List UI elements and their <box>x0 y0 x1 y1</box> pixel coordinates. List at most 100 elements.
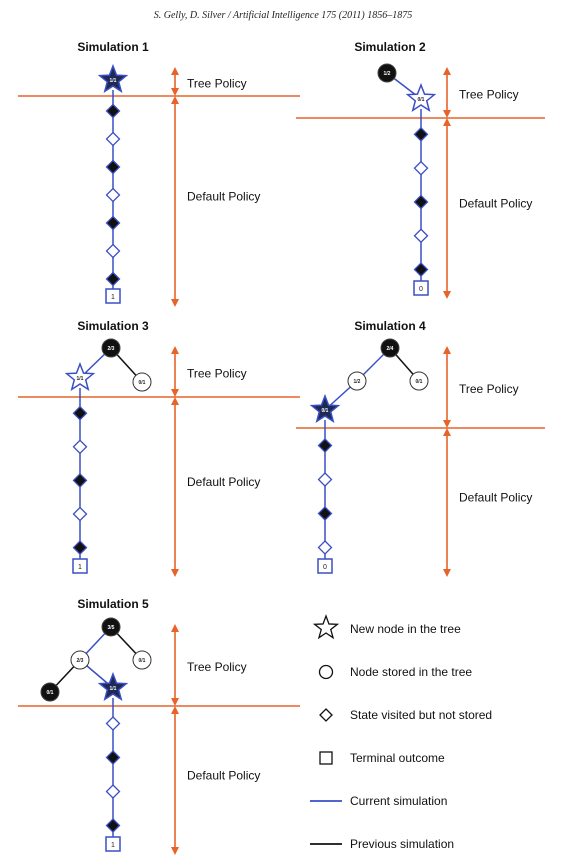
tree-policy-label: Tree Policy <box>187 660 247 674</box>
legend-item-blue-line: Current simulation <box>310 794 447 808</box>
terminal-square <box>317 558 333 574</box>
state-diamond <box>413 194 429 210</box>
default-policy-label: Default Policy <box>187 190 260 204</box>
tree-policy-label: Tree Policy <box>187 77 247 91</box>
state-diamond <box>72 405 88 421</box>
state-diamond <box>317 438 333 453</box>
node-label: 2/3 <box>77 658 84 664</box>
tree-node-circle: 2/3 <box>70 650 90 670</box>
state-diamond <box>413 228 429 244</box>
tree-node-circle: 0/1 <box>40 682 60 702</box>
default-policy-label: Default Policy <box>459 491 532 505</box>
node-label: 2/3 <box>108 346 115 352</box>
tree-node-circle: 2/4 <box>380 338 400 358</box>
terminal-outcome: 1 <box>111 842 115 849</box>
state-diamond <box>105 159 121 175</box>
state-diamond <box>105 243 121 259</box>
simulation-title: Simulation 1 <box>77 40 149 54</box>
star-icon <box>312 614 340 640</box>
legend-label: New node in the tree <box>350 622 461 636</box>
tree-node-star: 0/1 <box>309 393 341 424</box>
state-diamond <box>105 750 121 765</box>
legend-item-star: New node in the tree <box>312 614 461 640</box>
legend-label: Previous simulation <box>350 837 454 851</box>
node-label: 1/1 <box>77 376 84 382</box>
simulation-title: Simulation 5 <box>77 597 149 611</box>
legend-item-square: Terminal outcome <box>319 751 445 765</box>
tree-node-star: 1/1 <box>97 671 129 702</box>
state-diamond <box>105 716 121 731</box>
diamond-icon <box>319 708 333 722</box>
terminal-outcome: 0 <box>419 286 423 293</box>
tree-policy-label: Tree Policy <box>459 88 519 102</box>
terminal-square <box>105 836 121 852</box>
state-diamond <box>413 160 429 176</box>
state-diamond <box>105 131 121 147</box>
state-diamond <box>105 271 121 287</box>
node-label: 0/1 <box>139 380 146 386</box>
state-diamond <box>105 187 121 203</box>
node-label: 0/1 <box>416 379 423 385</box>
node-label: 0/1 <box>139 658 146 664</box>
tree-node-star: 0/1 <box>405 82 437 113</box>
default-policy-label: Default Policy <box>187 475 260 489</box>
circle-icon <box>318 664 334 680</box>
legend-label: State visited but not stored <box>350 708 492 722</box>
tree-node-star: 1/1 <box>64 361 96 392</box>
node-label: 2/4 <box>387 346 394 352</box>
tree-node-circle: 0/1 <box>132 372 152 392</box>
legend-item-diamond: State visited but not stored <box>319 708 492 722</box>
legend-item-circle: Node stored in the tree <box>318 664 472 680</box>
terminal-square <box>105 288 121 304</box>
legend-label: Node stored in the tree <box>350 665 472 679</box>
tree-node-circle: 0/1 <box>132 650 152 670</box>
tree-node-circle: 2/3 <box>101 338 121 358</box>
state-diamond <box>317 506 333 521</box>
state-diamond <box>317 540 333 555</box>
tree-node-star: 1/1 <box>97 63 129 94</box>
node-label: 1/2 <box>354 379 361 385</box>
state-diamond <box>413 262 429 277</box>
state-diamond <box>72 472 88 488</box>
terminal-outcome: 1 <box>111 294 115 301</box>
tree-policy-label: Tree Policy <box>459 382 519 396</box>
default-policy-label: Default Policy <box>459 197 532 211</box>
node-label: 0/1 <box>418 97 425 103</box>
simulation-title: Simulation 3 <box>77 319 149 333</box>
simulation-title: Simulation 2 <box>354 40 426 54</box>
state-diamond <box>72 506 88 522</box>
state-diamond <box>105 784 121 799</box>
terminal-outcome: 0 <box>323 564 327 571</box>
terminal-outcome: 1 <box>78 564 82 571</box>
terminal-square <box>413 280 429 296</box>
page-header: S. Gelly, D. Silver / Artificial Intelli… <box>154 10 412 21</box>
legend-label: Terminal outcome <box>350 751 445 765</box>
legend-label: Current simulation <box>350 794 447 808</box>
tree-node-circle: 3/5 <box>101 617 121 637</box>
square-icon <box>319 751 333 765</box>
state-diamond <box>72 540 88 556</box>
terminal-square <box>72 558 88 574</box>
tree-policy-label: Tree Policy <box>187 367 247 381</box>
legend-item-black-line: Previous simulation <box>310 837 454 851</box>
node-label: 3/5 <box>108 625 115 631</box>
state-diamond <box>413 126 429 142</box>
node-label: 0/1 <box>322 408 329 414</box>
node-label: 0/1 <box>47 690 54 696</box>
state-diamond <box>105 215 121 231</box>
state-diamond <box>317 472 333 487</box>
state-diamond <box>105 818 121 833</box>
tree-node-circle: 1/2 <box>377 63 397 83</box>
default-policy-label: Default Policy <box>187 769 260 783</box>
tree-node-circle: 0/1 <box>409 371 429 391</box>
state-diamond <box>72 439 88 455</box>
node-label: 1/2 <box>384 71 391 77</box>
state-diamond <box>105 103 121 119</box>
node-label: 1/1 <box>110 686 117 692</box>
